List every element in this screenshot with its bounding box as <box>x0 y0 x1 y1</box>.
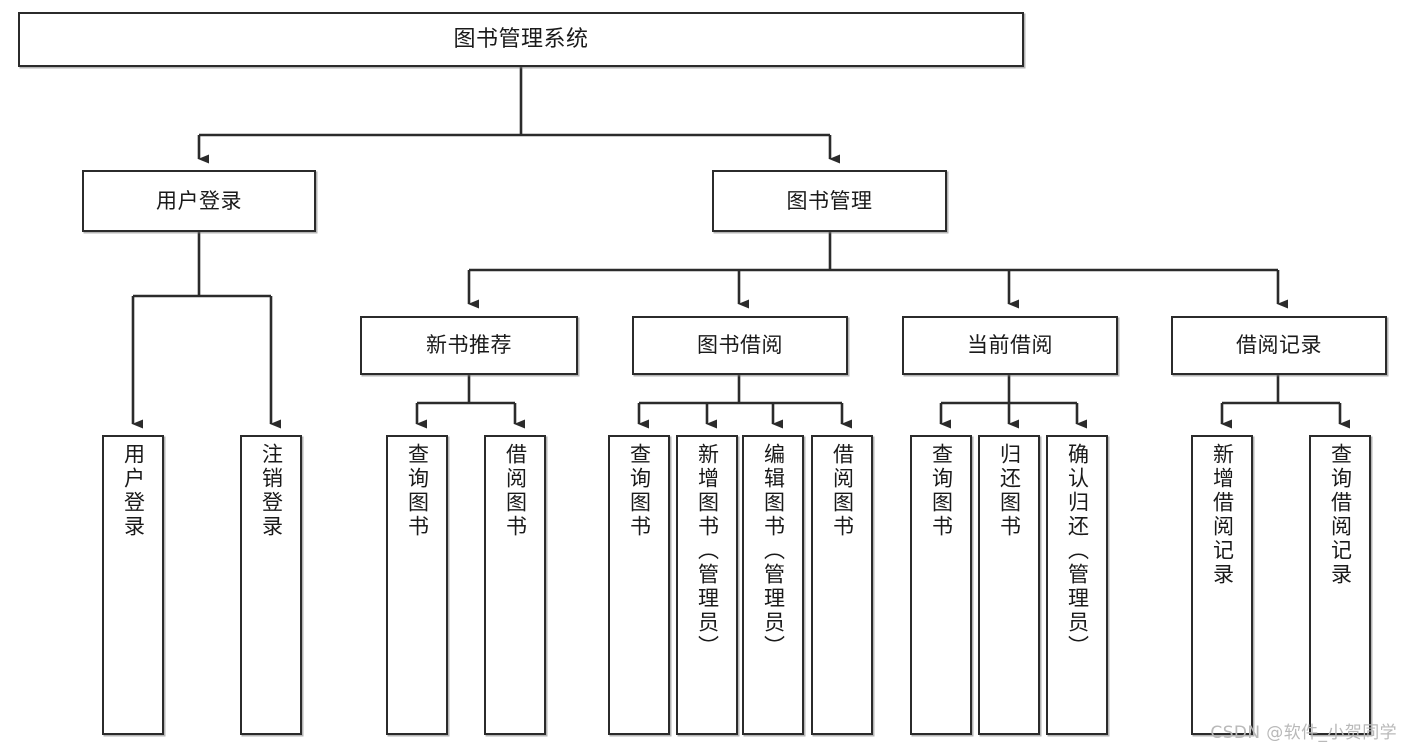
leaf-user-logout-label: 注销登录 <box>259 443 284 539</box>
leaf-bb-borrow[interactable]: 借阅图书 <box>811 435 873 735</box>
node-user-login[interactable]: 用户登录 <box>82 170 316 232</box>
leaf-nbr-query-label: 查询图书 <box>405 443 430 539</box>
leaf-bb-edit-label: 编辑图书（管理员） <box>761 443 786 659</box>
leaf-br-add-label: 新增借阅记录 <box>1210 443 1235 587</box>
node-root-label: 图书管理系统 <box>453 26 589 52</box>
watermark-csdn: CSDN @软件_小贺同学 <box>1210 723 1397 743</box>
node-borrow-record[interactable]: 借阅记录 <box>1171 316 1387 375</box>
leaf-cb-return[interactable]: 归还图书 <box>978 435 1040 735</box>
node-book-manage[interactable]: 图书管理 <box>712 170 947 232</box>
leaf-bb-add-label: 新增图书（管理员） <box>695 443 720 659</box>
leaf-cb-confirm-label: 确认归还（管理员） <box>1065 443 1090 659</box>
node-root[interactable]: 图书管理系统 <box>18 12 1024 67</box>
leaf-bb-query[interactable]: 查询图书 <box>608 435 670 735</box>
leaf-user-logout[interactable]: 注销登录 <box>240 435 302 735</box>
node-current-borrow[interactable]: 当前借阅 <box>902 316 1118 375</box>
node-book-manage-label: 图书管理 <box>786 188 873 213</box>
node-book-borrow-label: 图书借阅 <box>697 333 783 358</box>
leaf-bb-borrow-label: 借阅图书 <box>830 443 855 539</box>
node-new-book-recommend-label: 新书推荐 <box>426 333 512 358</box>
leaf-cb-confirm[interactable]: 确认归还（管理员） <box>1046 435 1108 735</box>
node-book-borrow[interactable]: 图书借阅 <box>632 316 848 375</box>
leaf-nbr-query[interactable]: 查询图书 <box>386 435 448 735</box>
node-current-borrow-label: 当前借阅 <box>967 333 1053 358</box>
leaf-cb-return-label: 归还图书 <box>997 443 1022 539</box>
leaf-cb-query[interactable]: 查询图书 <box>910 435 972 735</box>
leaf-br-query-label: 查询借阅记录 <box>1328 443 1353 587</box>
leaf-bb-query-label: 查询图书 <box>627 443 652 539</box>
node-borrow-record-label: 借阅记录 <box>1236 333 1322 358</box>
leaf-cb-query-label: 查询图书 <box>929 443 954 539</box>
node-user-login-label: 用户登录 <box>156 188 242 213</box>
leaf-br-query[interactable]: 查询借阅记录 <box>1309 435 1371 735</box>
leaf-bb-edit[interactable]: 编辑图书（管理员） <box>742 435 804 735</box>
leaf-nbr-borrow[interactable]: 借阅图书 <box>484 435 546 735</box>
leaf-br-add[interactable]: 新增借阅记录 <box>1191 435 1253 735</box>
node-new-book-recommend[interactable]: 新书推荐 <box>360 316 578 375</box>
leaf-user-login-label: 用户登录 <box>121 443 146 539</box>
leaf-user-login[interactable]: 用户登录 <box>102 435 164 735</box>
leaf-bb-add[interactable]: 新增图书（管理员） <box>676 435 738 735</box>
leaf-nbr-borrow-label: 借阅图书 <box>503 443 528 539</box>
